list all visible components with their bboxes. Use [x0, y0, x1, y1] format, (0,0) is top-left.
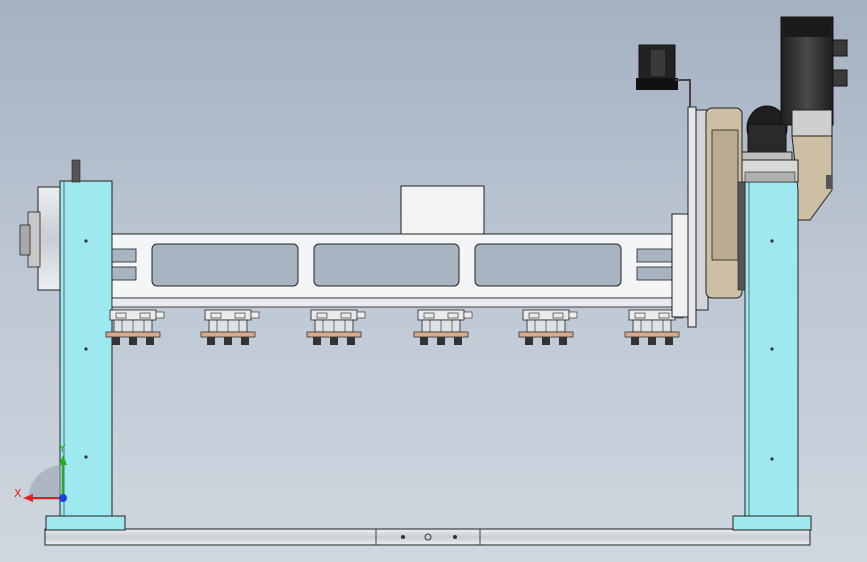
cross-beam[interactable]: [111, 233, 693, 308]
upper-pulley-assembly[interactable]: [636, 44, 691, 107]
servo-motor[interactable]: [780, 16, 848, 221]
gripper-4[interactable]: [413, 309, 473, 346]
x-axis-label: X: [14, 487, 22, 500]
gripper-5[interactable]: [518, 309, 578, 346]
gearbox-housing[interactable]: [741, 159, 799, 183]
right-pillar[interactable]: [732, 180, 812, 531]
end-flange[interactable]: [671, 106, 746, 328]
gripper-row: [105, 309, 684, 346]
left-pillar[interactable]: [45, 159, 126, 531]
left-bearing-hub[interactable]: [19, 186, 61, 291]
y-axis-label: Y: [58, 442, 66, 455]
gripper-2[interactable]: [200, 309, 260, 346]
y-arrow-head-icon: [59, 455, 67, 465]
orientation-triad: Y X: [14, 442, 67, 502]
gripper-3[interactable]: [306, 309, 366, 346]
z-axis-dot-icon: [59, 494, 67, 502]
gripper-1[interactable]: [105, 309, 165, 346]
base-plate[interactable]: [44, 528, 811, 546]
drive-pulley[interactable]: [741, 105, 793, 161]
top-mount-block[interactable]: [400, 185, 485, 235]
x-arrow-head-icon: [23, 494, 33, 502]
